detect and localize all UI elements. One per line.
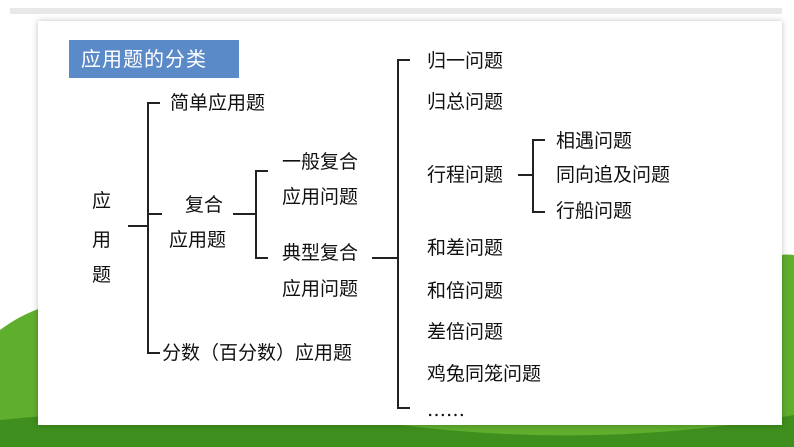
root-char-3: 题 bbox=[92, 264, 112, 286]
content-card bbox=[38, 21, 782, 425]
general-compound-line2: 应用问题 bbox=[282, 186, 359, 208]
root-char-1: 应 bbox=[92, 190, 112, 212]
general-compound-line1: 一般复合 bbox=[282, 151, 359, 173]
diagram-title: 应用题的分类 bbox=[69, 40, 239, 78]
typical-compound-line2: 应用问题 bbox=[282, 278, 359, 300]
compound-label-line1: 复合 bbox=[185, 194, 224, 216]
typical-item: 和差问题 bbox=[427, 237, 504, 259]
typical-item: 差倍问题 bbox=[427, 321, 504, 343]
travel-item: 相遇问题 bbox=[556, 130, 633, 152]
simple-application-problems: 简单应用题 bbox=[170, 92, 266, 114]
travel-bracket bbox=[532, 139, 545, 213]
typical-item: 和倍问题 bbox=[427, 280, 504, 302]
compound-bracket bbox=[255, 170, 268, 259]
typical-compound-line1: 典型复合 bbox=[282, 242, 359, 264]
typical-bracket bbox=[397, 59, 410, 409]
root-char-2: 用 bbox=[92, 229, 112, 251]
typical-item: 归一问题 bbox=[427, 50, 504, 72]
compound-label-line2: 应用题 bbox=[169, 229, 227, 251]
root-bracket bbox=[147, 102, 160, 354]
travel-item: 行船问题 bbox=[556, 200, 633, 222]
typical-item: 鸡兔同笼问题 bbox=[427, 363, 542, 385]
typical-item-ellipsis: …… bbox=[427, 399, 465, 421]
typical-item: 行程问题 bbox=[427, 164, 504, 186]
fraction-application-problems: 分数（百分数）应用题 bbox=[162, 342, 353, 364]
typical-item: 归总问题 bbox=[427, 91, 504, 113]
travel-item: 同向追及问题 bbox=[556, 164, 671, 186]
